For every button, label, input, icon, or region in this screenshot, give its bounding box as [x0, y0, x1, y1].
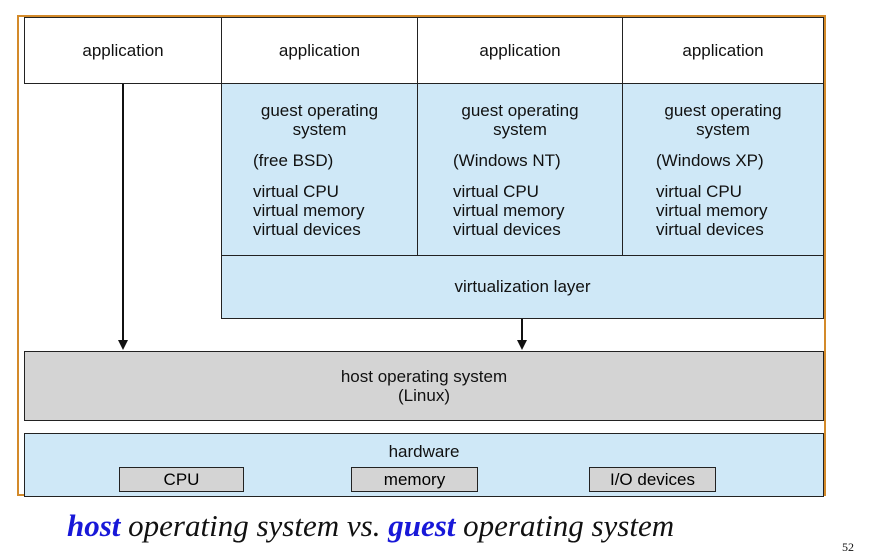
guest-os-windows-xp: guest operating system (Windows XP) virt…: [622, 83, 824, 256]
virtual-devices: virtual devices: [453, 220, 561, 239]
virtual-cpu: virtual CPU: [656, 182, 742, 201]
guest-os-name: (free BSD): [253, 151, 334, 170]
hardware-io-label: I/O devices: [609, 469, 696, 489]
guest-os-name: (Windows XP): [656, 151, 764, 170]
arrow-app-to-host: [122, 84, 124, 342]
virtualization-layer-label: virtualization layer: [454, 277, 591, 296]
caption-guest-word: guest: [388, 508, 456, 543]
application-box-2: application: [221, 17, 418, 84]
guest-os-freebsd: guest operating system (free BSD) virtua…: [221, 83, 418, 256]
virtual-memory: virtual memory: [453, 201, 565, 220]
application-label: application: [479, 40, 561, 60]
host-os-label: host operating system: [340, 367, 508, 386]
hardware-memory: memory: [351, 467, 478, 492]
virtual-cpu: virtual CPU: [453, 182, 539, 201]
arrow-app-to-host-head: [118, 340, 128, 350]
virtual-memory: virtual memory: [656, 201, 768, 220]
application-label: application: [82, 40, 164, 60]
guest-os-name: (Windows NT): [453, 151, 561, 170]
guest-title-line1: guest operating: [260, 101, 379, 120]
hardware-label: hardware: [388, 442, 460, 461]
application-label: application: [278, 40, 361, 60]
virtual-devices: virtual devices: [253, 220, 361, 239]
guest-os-windows-nt: guest operating system (Windows NT) virt…: [417, 83, 623, 256]
host-operating-system: host operating system (Linux): [24, 351, 824, 421]
arrow-virtualization-to-host-head: [517, 340, 527, 350]
hardware-memory-label: memory: [383, 469, 446, 489]
diagram-frame: application application application appl…: [17, 15, 826, 497]
caption-end: operating system: [455, 508, 675, 543]
caption-host-word: host: [67, 508, 121, 543]
virtual-memory: virtual memory: [253, 201, 365, 220]
virtualization-layer: virtualization layer: [221, 255, 824, 319]
application-box-4: application: [622, 17, 824, 84]
virtual-devices: virtual devices: [656, 220, 764, 239]
page-number: 52: [842, 540, 854, 554]
hardware-io-devices: I/O devices: [589, 467, 716, 492]
arrow-virtualization-to-host: [521, 319, 523, 342]
host-os-name: (Linux): [398, 386, 450, 405]
hardware-cpu-label: CPU: [163, 469, 200, 489]
guest-title-line2: system: [696, 120, 750, 139]
guest-title-line2: system: [493, 120, 547, 139]
guest-title-line1: guest operating: [461, 101, 579, 120]
slide-caption: host operating system vs. guest operatin…: [67, 508, 674, 544]
application-box-1: application: [24, 17, 222, 84]
caption-middle: operating system vs.: [120, 508, 389, 543]
virtual-cpu: virtual CPU: [253, 182, 339, 201]
guest-title-line1: guest operating: [664, 101, 782, 120]
hardware-cpu: CPU: [119, 467, 244, 492]
guest-title-line2: system: [292, 120, 347, 139]
application-label: application: [682, 40, 764, 60]
application-box-3: application: [417, 17, 623, 84]
